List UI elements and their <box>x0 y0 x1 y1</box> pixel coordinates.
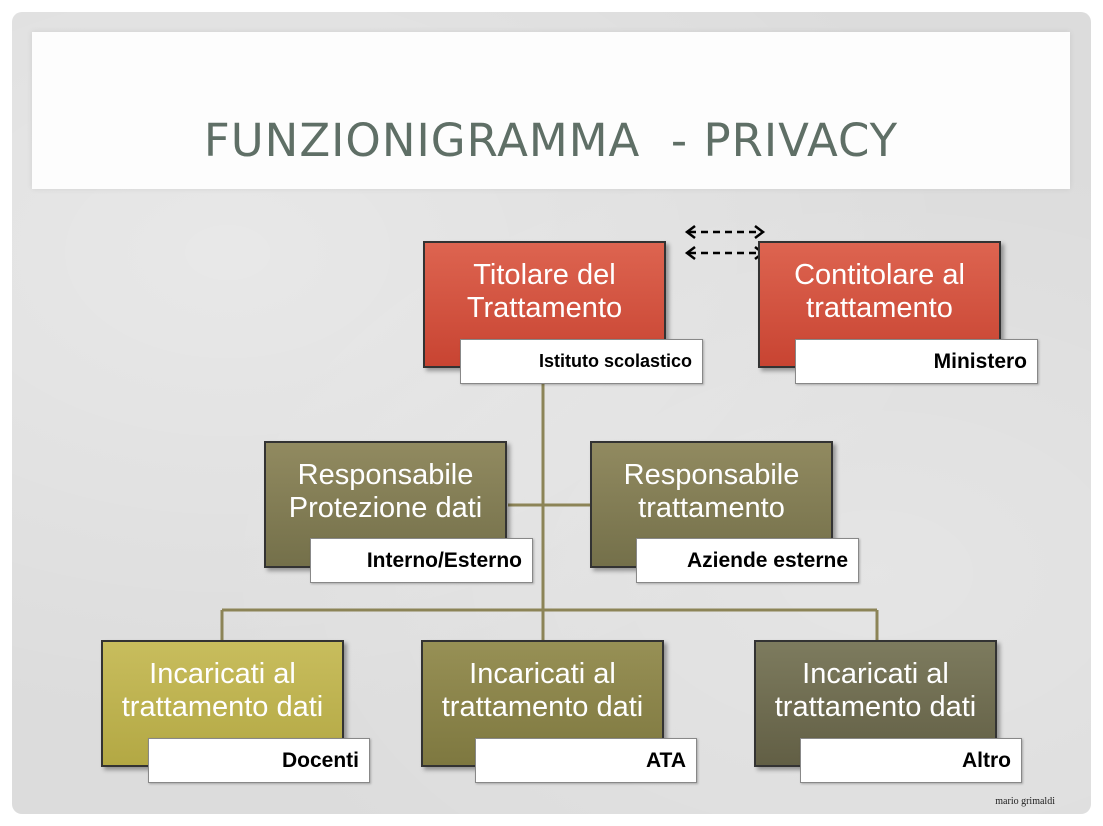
incaricati-ata-tag: ATA <box>475 738 697 783</box>
titolare-line1: Titolare del <box>473 259 616 291</box>
rpd-tag-label: Interno/Esterno <box>366 548 522 572</box>
rpd-line1: Responsabile <box>297 459 474 491</box>
responsabile-tag: Aziende esterne <box>636 538 859 583</box>
responsabile-line1: Responsabile <box>623 459 800 491</box>
responsabile-box: Responsabile trattamento <box>590 441 833 568</box>
slide-title: FUNZIONIGRAMMA - PRIVACY <box>203 114 899 167</box>
incaricati-ata-tag-label: ATA <box>645 748 686 772</box>
incaricati-altro-tag-label: Altro <box>962 748 1011 772</box>
incaricati-ata-line2: trattamento dati <box>441 691 644 723</box>
rpd-tag: Interno/Esterno <box>310 538 533 583</box>
title-band: FUNZIONIGRAMMA - PRIVACY <box>32 32 1070 189</box>
incaricati-altro-line2: trattamento dati <box>774 691 977 723</box>
contitolare-line2: trattamento <box>806 292 953 324</box>
titolare-line2: Trattamento <box>466 292 623 324</box>
responsabile-line2: trattamento <box>638 492 785 524</box>
contitolare-line1: Contitolare al <box>794 259 965 291</box>
responsabile-tag-label: Aziende esterne <box>686 548 848 572</box>
double-arrow-top <box>684 225 766 239</box>
incaricati-docenti-tag: Docenti <box>148 738 370 783</box>
contitolare-tag: Ministero <box>795 339 1038 384</box>
rpd-line2: Protezione dati <box>288 492 483 524</box>
double-arrow-bottom <box>684 246 766 260</box>
titolare-tag-label: Istituto scolastico <box>538 351 692 371</box>
incaricati-altro-line1: Incaricati al <box>802 658 949 690</box>
incaricati-docenti-line1: Incaricati al <box>149 658 296 690</box>
contitolare-tag-label: Ministero <box>933 349 1027 373</box>
incaricati-ata-line1: Incaricati al <box>469 658 616 690</box>
titolare-tag: Istituto scolastico <box>460 339 703 384</box>
incaricati-altro-tag: Altro <box>800 738 1022 783</box>
incaricati-docenti-line2: trattamento dati <box>121 691 324 723</box>
footer-author: mario grimaldi <box>995 796 1055 807</box>
incaricati-docenti-tag-label: Docenti <box>281 748 359 772</box>
